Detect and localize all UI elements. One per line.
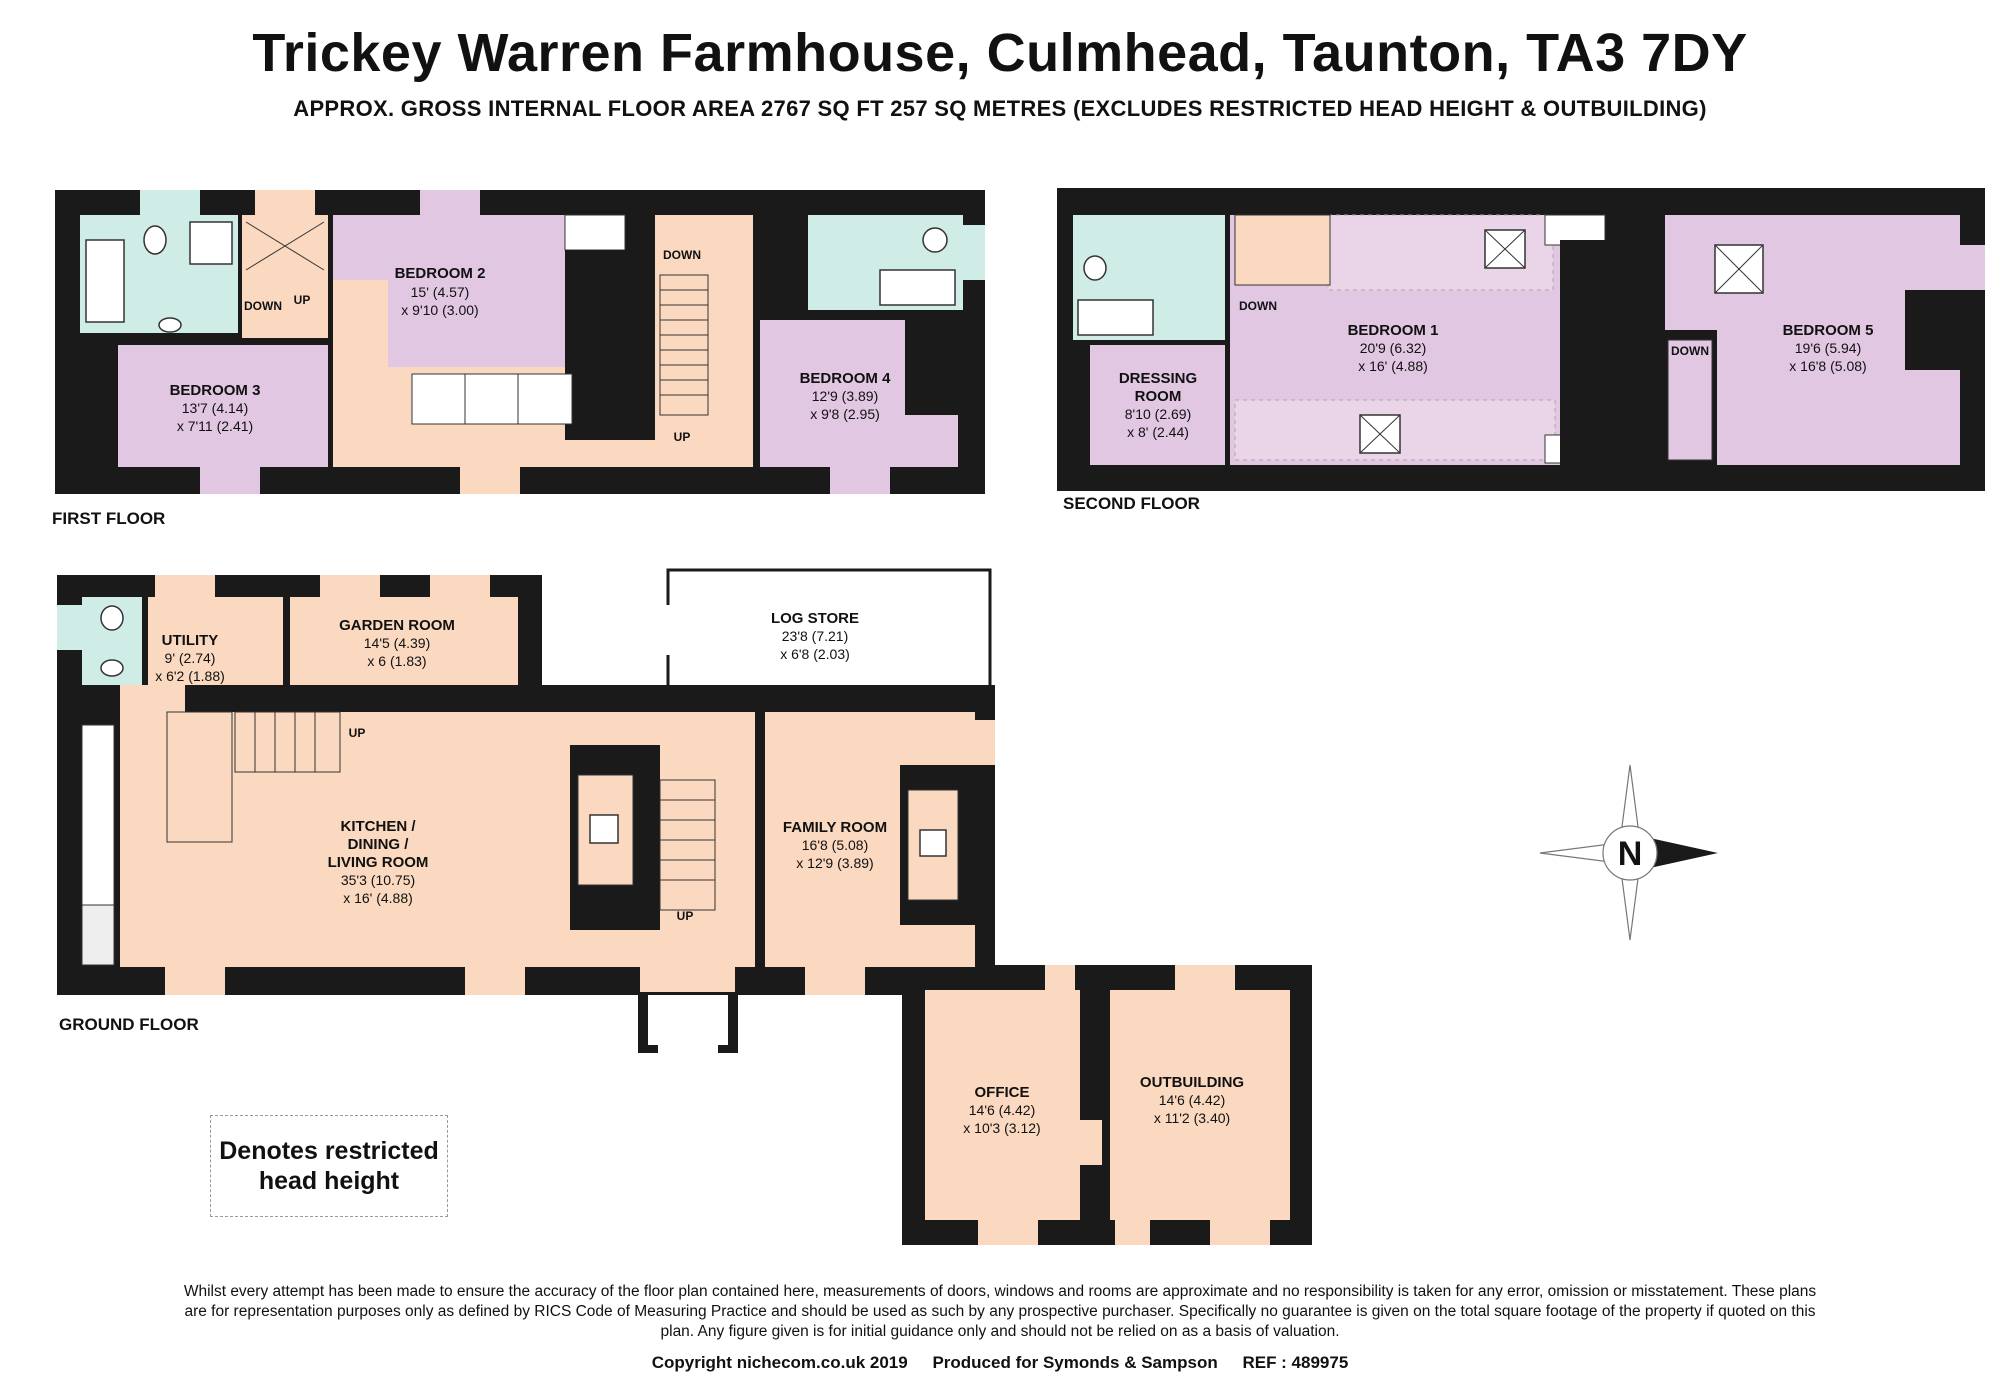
family-room-dim2: x 12'9 (3.89) bbox=[796, 855, 873, 871]
toilet-icon bbox=[100, 605, 124, 631]
utility-dim1: 9' (2.74) bbox=[165, 650, 216, 666]
floor-area-subtitle: APPROX. GROSS INTERNAL FLOOR AREA 2767 S… bbox=[293, 96, 1707, 121]
stair-label-down: DOWN bbox=[244, 299, 282, 313]
copyright-text: Copyright nichecom.co.uk 2019 bbox=[651, 1353, 908, 1372]
kitchen-dim2: x 16' (4.88) bbox=[343, 890, 413, 906]
kitchen-name-2: DINING / bbox=[348, 836, 410, 853]
family-room-dim1: 16'8 (5.08) bbox=[802, 837, 869, 853]
compass-rose-icon: N bbox=[1539, 764, 1718, 941]
garden-room-dim2: x 6 (1.83) bbox=[367, 653, 426, 669]
footer: Copyright nichecom.co.uk 2019 Produced f… bbox=[0, 1353, 2000, 1373]
dressing-room-name-2: ROOM bbox=[1135, 388, 1182, 405]
log-store-dim2: x 6'8 (2.03) bbox=[780, 646, 850, 662]
wardrobe-icon bbox=[564, 214, 626, 251]
first-floor-plan: BEDROOM 2 15' (4.57) x 9'10 (3.00) BEDRO… bbox=[52, 190, 985, 528]
bedroom-4-dim2: x 9'8 (2.95) bbox=[810, 406, 880, 422]
bath-icon bbox=[85, 239, 125, 323]
office-dim2: x 10'3 (3.12) bbox=[963, 1120, 1040, 1136]
second-floor-staircase bbox=[1234, 214, 1331, 286]
garden-room-name: GARDEN ROOM bbox=[339, 617, 455, 634]
toilet-icon bbox=[143, 225, 167, 255]
outbuilding-dim2: x 11'2 (3.40) bbox=[1154, 1110, 1230, 1126]
chimney-breast bbox=[565, 250, 655, 440]
bedroom-1-name: BEDROOM 1 bbox=[1348, 322, 1439, 339]
kitchen-island bbox=[166, 711, 233, 843]
kitchen-units bbox=[81, 724, 115, 906]
office-dim1: 14'6 (4.42) bbox=[969, 1102, 1036, 1118]
first-floor-staircase bbox=[659, 274, 709, 416]
basin-icon bbox=[158, 317, 182, 333]
chimney-breast bbox=[1560, 240, 1640, 465]
ground-floor-staircase-2 bbox=[659, 779, 716, 911]
bath-icon bbox=[1077, 299, 1154, 336]
second-floor-plan: BEDROOM 1 20'9 (6.32) x 16' (4.88) BEDRO… bbox=[1057, 188, 1985, 513]
stair-label-down: DOWN bbox=[1239, 299, 1277, 313]
office bbox=[925, 990, 1080, 1220]
toilet-icon bbox=[1083, 255, 1107, 281]
stair-label-down: DOWN bbox=[1671, 344, 1709, 358]
bedroom-4-dim1: 12'9 (3.89) bbox=[812, 388, 879, 404]
compass-north-label: N bbox=[1618, 835, 1643, 873]
log-store-dim1: 23'8 (7.21) bbox=[782, 628, 849, 644]
bedroom-5-dim1: 19'6 (5.94) bbox=[1795, 340, 1862, 356]
ground-floor-plan: UTILITY 9' (2.74) x 6'2 (1.88) GARDEN RO… bbox=[57, 568, 1312, 1245]
plan-title: Trickey Warren Farmhouse, Culmhead, Taun… bbox=[252, 23, 1748, 83]
second-floor-label: SECOND FLOOR bbox=[1063, 494, 1200, 513]
ground-floor-label: GROUND FLOOR bbox=[59, 1015, 199, 1034]
kitchen-dim1: 35'3 (10.75) bbox=[341, 872, 415, 888]
office-name: OFFICE bbox=[975, 1084, 1030, 1101]
bedroom-1-dim1: 20'9 (6.32) bbox=[1360, 340, 1427, 356]
disclaimer-text: Whilst every attempt has been made to en… bbox=[183, 1283, 1817, 1340]
bedroom-2-dim1: 15' (4.57) bbox=[411, 284, 470, 300]
legend-line-1: Denotes restricted bbox=[219, 1137, 439, 1165]
bedroom-1-dim2: x 16' (4.88) bbox=[1358, 358, 1428, 374]
dressing-room-dim2: x 8' (2.44) bbox=[1127, 424, 1189, 440]
legend-line-2: head height bbox=[258, 1167, 400, 1195]
dressing-room-name: DRESSING bbox=[1119, 370, 1197, 387]
first-floor-landing-small bbox=[242, 215, 328, 338]
produced-for-text: Produced for Symonds & Sampson bbox=[932, 1353, 1218, 1372]
stair-label-up: UP bbox=[294, 293, 311, 307]
stair-label-down: DOWN bbox=[663, 248, 701, 262]
stair-label-up: UP bbox=[677, 909, 694, 923]
utility-name: UTILITY bbox=[162, 632, 219, 649]
stair-label-up: UP bbox=[349, 726, 366, 740]
bedroom-3 bbox=[118, 345, 328, 467]
basin-icon bbox=[100, 659, 124, 677]
garden-room-dim1: 14'5 (4.39) bbox=[364, 635, 431, 651]
bedroom-3-name: BEDROOM 3 bbox=[170, 382, 261, 399]
stove-icon bbox=[589, 814, 619, 844]
restricted-head-height-legend: Denotes restricted head height bbox=[210, 1115, 448, 1217]
outbuilding-dim1: 14'6 (4.42) bbox=[1159, 1092, 1226, 1108]
bedroom-4-name: BEDROOM 4 bbox=[800, 370, 892, 387]
kitchen-name-3: LIVING ROOM bbox=[328, 854, 429, 871]
dressing-room-dim1: 8'10 (2.69) bbox=[1125, 406, 1192, 422]
toilet-icon bbox=[922, 227, 948, 253]
utility-room bbox=[148, 597, 283, 685]
reference-number: REF : 489975 bbox=[1242, 1353, 1349, 1372]
outbuilding bbox=[1110, 990, 1290, 1220]
first-floor-label: FIRST FLOOR bbox=[52, 509, 165, 528]
family-room-name: FAMILY ROOM bbox=[783, 819, 887, 836]
bedroom-3-dim1: 13'7 (4.14) bbox=[182, 400, 249, 416]
stove-icon bbox=[919, 829, 947, 857]
outbuilding-name: OUTBUILDING bbox=[1140, 1074, 1244, 1091]
bedroom-5-dim2: x 16'8 (5.08) bbox=[1789, 358, 1866, 374]
porch bbox=[640, 967, 735, 992]
landing-wardrobes bbox=[411, 373, 573, 425]
bedroom-2-dim2: x 9'10 (3.00) bbox=[401, 302, 478, 318]
kitchen-name: KITCHEN / bbox=[341, 818, 417, 835]
bedroom-3-dim2: x 7'11 (2.41) bbox=[177, 418, 253, 434]
bath-icon bbox=[879, 269, 956, 306]
ground-floor-staircase bbox=[234, 711, 341, 773]
shower-icon bbox=[189, 221, 233, 265]
dressing-room bbox=[1090, 345, 1225, 465]
log-store-name: LOG STORE bbox=[771, 610, 859, 627]
bedroom-5-name: BEDROOM 5 bbox=[1783, 322, 1874, 339]
garden-room bbox=[290, 597, 518, 685]
utility-dim2: x 6'2 (1.88) bbox=[155, 668, 225, 684]
bedroom-2-name: BEDROOM 2 bbox=[395, 265, 486, 282]
stair-label-up: UP bbox=[674, 430, 691, 444]
